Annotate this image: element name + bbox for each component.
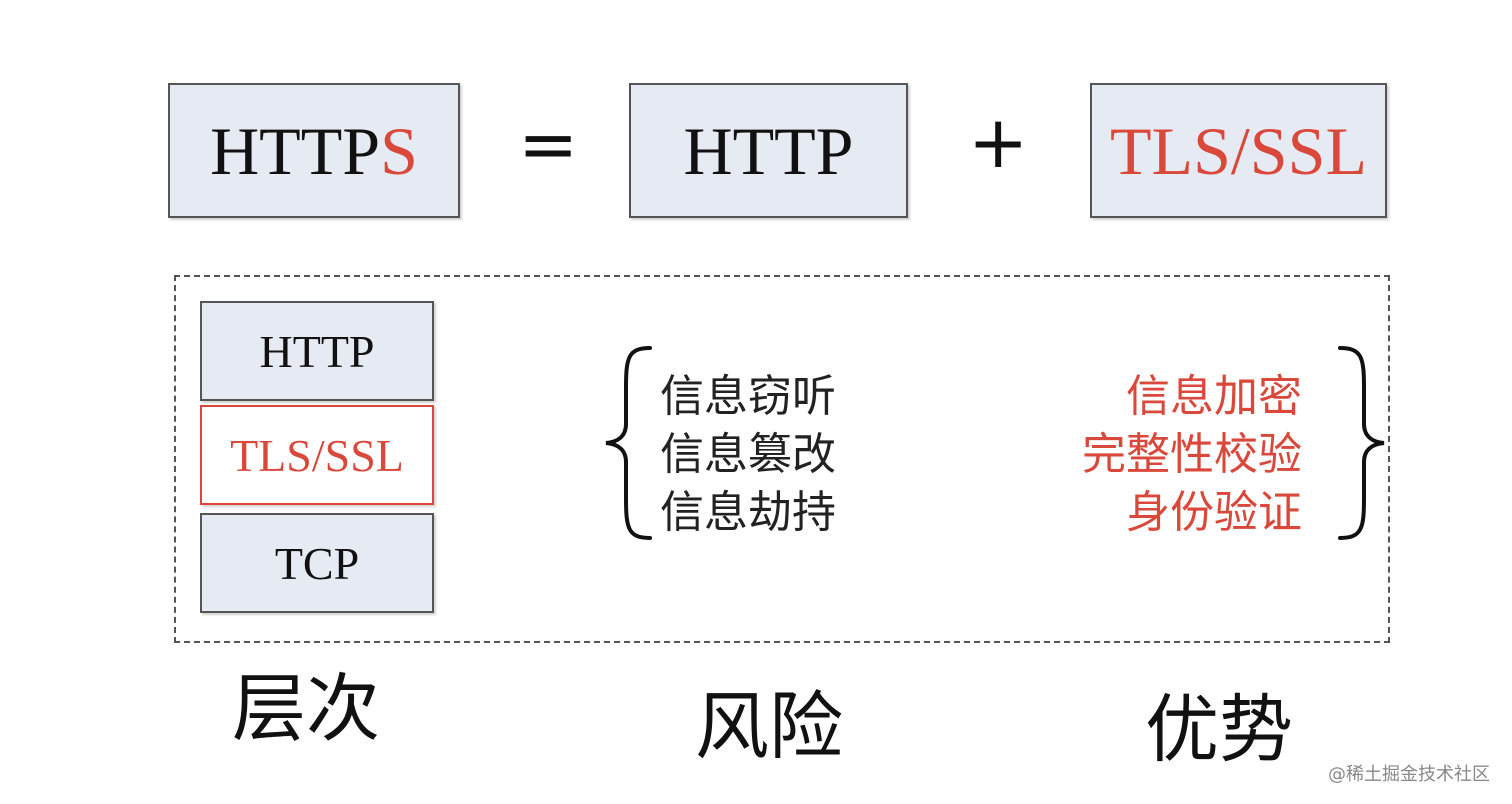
detail-panel: [174, 275, 1390, 643]
tls-ssl-box: TLS/SSL: [1090, 83, 1387, 218]
risk-list: 信息窃听 信息篡改 信息劫持: [660, 368, 836, 542]
http-box: HTTP: [629, 83, 908, 218]
layer-tcp-label: TCP: [274, 537, 360, 589]
layer-tls-ssl-label: TLS/SSL: [230, 429, 404, 481]
layer-tcp: TCP: [200, 513, 434, 613]
left-brace-icon: [605, 346, 652, 540]
watermark: @稀土掘金技术社区: [1328, 764, 1490, 785]
http-label: HTTP: [683, 112, 854, 189]
caption-layers: 层次: [232, 666, 380, 752]
https-label: HTTPS: [210, 117, 418, 185]
equals-sign: =: [518, 102, 579, 186]
layer-http: HTTP: [200, 301, 434, 401]
advantage-item: 信息加密: [1126, 371, 1302, 422]
layer-http-label: HTTP: [259, 325, 375, 377]
right-brace-icon: [1338, 346, 1385, 540]
risk-item: 信息篡改: [660, 429, 836, 480]
https-box: HTTPS: [168, 83, 460, 218]
https-label-accent: S: [380, 112, 418, 189]
caption-risks: 风险: [695, 684, 843, 770]
caption-advantages: 优势: [1145, 687, 1293, 773]
advantage-item: 完整性校验: [1082, 429, 1302, 480]
https-label-main: HTTP: [210, 112, 381, 189]
risk-item: 信息窃听: [660, 371, 836, 422]
risk-item: 信息劫持: [660, 487, 836, 538]
advantage-list: 信息加密 完整性校验 身份验证: [1040, 368, 1302, 542]
plus-sign: +: [968, 100, 1029, 184]
layer-tls-ssl: TLS/SSL: [200, 405, 434, 505]
advantage-item: 身份验证: [1126, 487, 1302, 538]
tls-ssl-label: TLS/SSL: [1110, 112, 1367, 189]
